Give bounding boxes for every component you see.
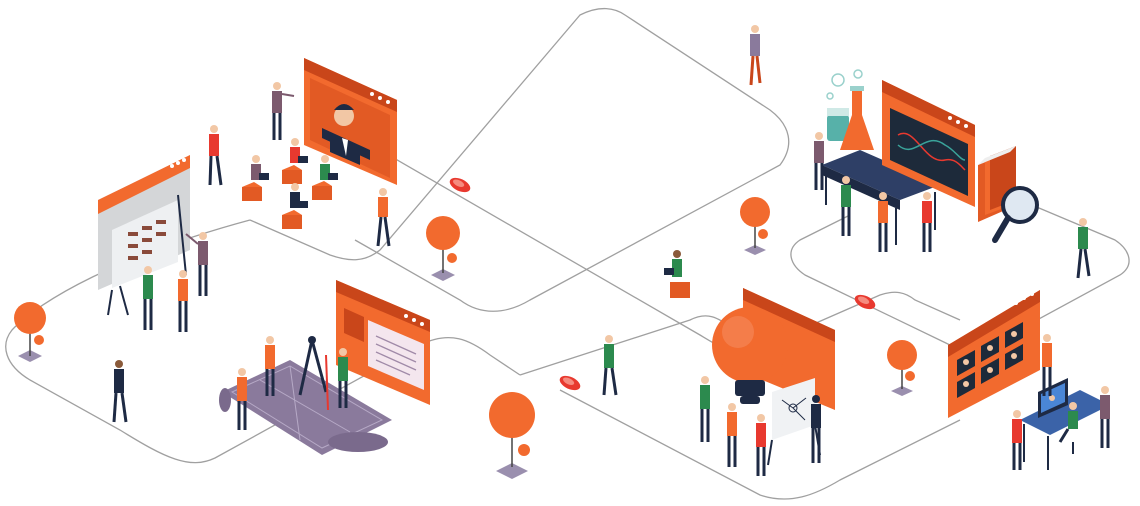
trees bbox=[14, 197, 917, 479]
office-desk bbox=[1020, 378, 1110, 470]
person bbox=[265, 336, 275, 396]
location-pin-icon bbox=[449, 177, 471, 193]
compass-icon bbox=[298, 336, 329, 411]
person bbox=[338, 348, 348, 408]
tree-icon bbox=[489, 392, 535, 479]
person bbox=[1042, 334, 1052, 396]
person bbox=[1100, 386, 1110, 448]
person bbox=[320, 155, 338, 180]
person bbox=[1058, 402, 1078, 454]
person bbox=[143, 266, 153, 330]
audience-seats bbox=[242, 165, 690, 298]
person bbox=[749, 25, 762, 86]
tree-icon bbox=[887, 340, 917, 396]
person bbox=[814, 132, 824, 190]
location-pin-icon bbox=[854, 294, 876, 310]
person bbox=[841, 176, 851, 236]
books-stack-icon bbox=[978, 146, 1016, 222]
pins bbox=[449, 177, 876, 391]
dna-screen-icon bbox=[882, 80, 975, 207]
person bbox=[756, 414, 766, 476]
person bbox=[290, 138, 308, 163]
lab-flask-icon bbox=[826, 69, 874, 150]
lightbulb-icon bbox=[712, 307, 788, 404]
person bbox=[811, 395, 821, 463]
person bbox=[727, 403, 737, 467]
path-outer-loop bbox=[5, 219, 521, 464]
person bbox=[208, 125, 223, 186]
person bbox=[290, 183, 308, 208]
person bbox=[878, 192, 888, 252]
path-top-loop bbox=[249, 7, 790, 312]
calendar-board-icon bbox=[98, 155, 190, 316]
blueprint-mat-icon bbox=[219, 360, 392, 455]
document-screen-icon bbox=[336, 280, 430, 405]
person bbox=[112, 360, 128, 423]
magnifier-icon bbox=[992, 186, 1039, 243]
person bbox=[664, 250, 682, 277]
person bbox=[178, 270, 188, 332]
person bbox=[376, 188, 391, 247]
path-mid-right bbox=[799, 291, 961, 331]
tree-icon bbox=[426, 216, 460, 281]
person bbox=[272, 82, 295, 140]
location-pin-icon bbox=[559, 375, 581, 391]
person bbox=[251, 155, 269, 180]
person bbox=[922, 192, 932, 252]
person bbox=[700, 376, 710, 442]
person bbox=[185, 232, 208, 296]
tree-icon bbox=[740, 197, 770, 255]
people bbox=[112, 25, 1110, 476]
person bbox=[1012, 410, 1022, 470]
person bbox=[1076, 218, 1091, 279]
video-grid-icon bbox=[948, 290, 1040, 418]
person bbox=[237, 368, 247, 430]
path-center-diagonal bbox=[379, 149, 761, 354]
person bbox=[602, 335, 618, 396]
tree-icon bbox=[14, 302, 46, 362]
presenter-screen-icon bbox=[304, 58, 397, 185]
